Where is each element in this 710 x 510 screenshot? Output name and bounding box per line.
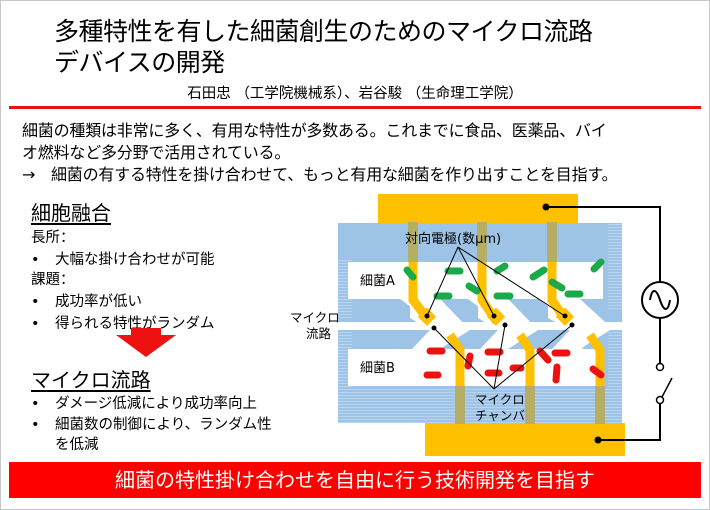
- microchannel-heading: マイクロ流路: [31, 368, 151, 392]
- bullet-icon: •: [31, 396, 40, 412]
- microchannel-item-continued: を低減: [55, 437, 99, 453]
- drive-circuit: [546, 206, 661, 441]
- issue-item: •得られる特性がランダム: [31, 316, 215, 332]
- issue-item: •成功率が低い: [31, 294, 142, 310]
- title-line-1: 多種特性を有した細菌創生のためのマイクロ流路: [54, 17, 593, 46]
- bullet-icon: •: [31, 252, 40, 268]
- bacteria-a-cells: [403, 258, 605, 300]
- bullet-icon: •: [31, 316, 40, 332]
- microchamber-label-line-2: チャンバ: [475, 408, 525, 423]
- microchamber-label-line-1: マイクロ: [475, 392, 525, 407]
- microchannel-item: •細菌数の制御により、ランダム性: [31, 417, 272, 433]
- bullet-icon: •: [31, 417, 40, 433]
- microchannel-label-line-1: マイクロ: [290, 310, 340, 325]
- down-arrow-icon: [116, 335, 176, 357]
- microchamber-leader-lines: [433, 324, 573, 390]
- authors: 石田忠 （工学院機械系）、岩谷駿 （生命理工学院）: [187, 86, 523, 102]
- cell-fusion-heading: 細胞融合: [31, 201, 111, 225]
- bacteria-b-label: 細菌B: [360, 361, 395, 376]
- microchannel-item: •ダメージ低減により成功率向上: [31, 396, 257, 412]
- bottom-electrode-bar: [425, 423, 625, 456]
- title-divider: [9, 106, 701, 109]
- bottom-electrode-fingers: [446, 332, 605, 424]
- intro-line-2: オ燃料など多分野で活用されている。: [22, 143, 291, 162]
- ac-source-icon: [641, 281, 679, 319]
- down-arrow-stem: [131, 328, 161, 336]
- intro-line-1: 細菌の種類は非常に多く、有用な特性が多数ある。これまでに食品、医薬品、バイ: [22, 121, 607, 140]
- switch-icon: [655, 362, 673, 405]
- bullet-icon: •: [31, 294, 40, 310]
- electrode-leader-lines: [426, 246, 566, 317]
- conclusion-banner: 細菌の特性掛け合わせを自由に行う技術開発を目指す: [9, 462, 701, 498]
- microchannel-label-line-2: 流路: [306, 326, 332, 341]
- bacteria-a-label: 細菌A: [360, 274, 395, 289]
- merits-label: 長所：: [31, 230, 75, 246]
- merit-item: •大幅な掛け合わせが可能: [31, 252, 215, 268]
- intro-text: 細菌の種類は非常に多く、有用な特性が多数ある。これまでに食品、医薬品、バイ オ燃…: [22, 120, 618, 186]
- electrode-label: 対向電極(数μm): [405, 231, 501, 247]
- slide-title: 多種特性を有した細菌創生のためのマイクロ流路 デバイスの開発: [54, 16, 593, 78]
- issues-label: 課題：: [31, 272, 75, 288]
- intro-line-3: → 細菌の有する特性を掛け合わせて、もっと有用な細菌を作り出すことを目指す。: [22, 165, 618, 184]
- title-line-2: デバイスの開発: [54, 48, 225, 77]
- micro-channel: [338, 322, 622, 330]
